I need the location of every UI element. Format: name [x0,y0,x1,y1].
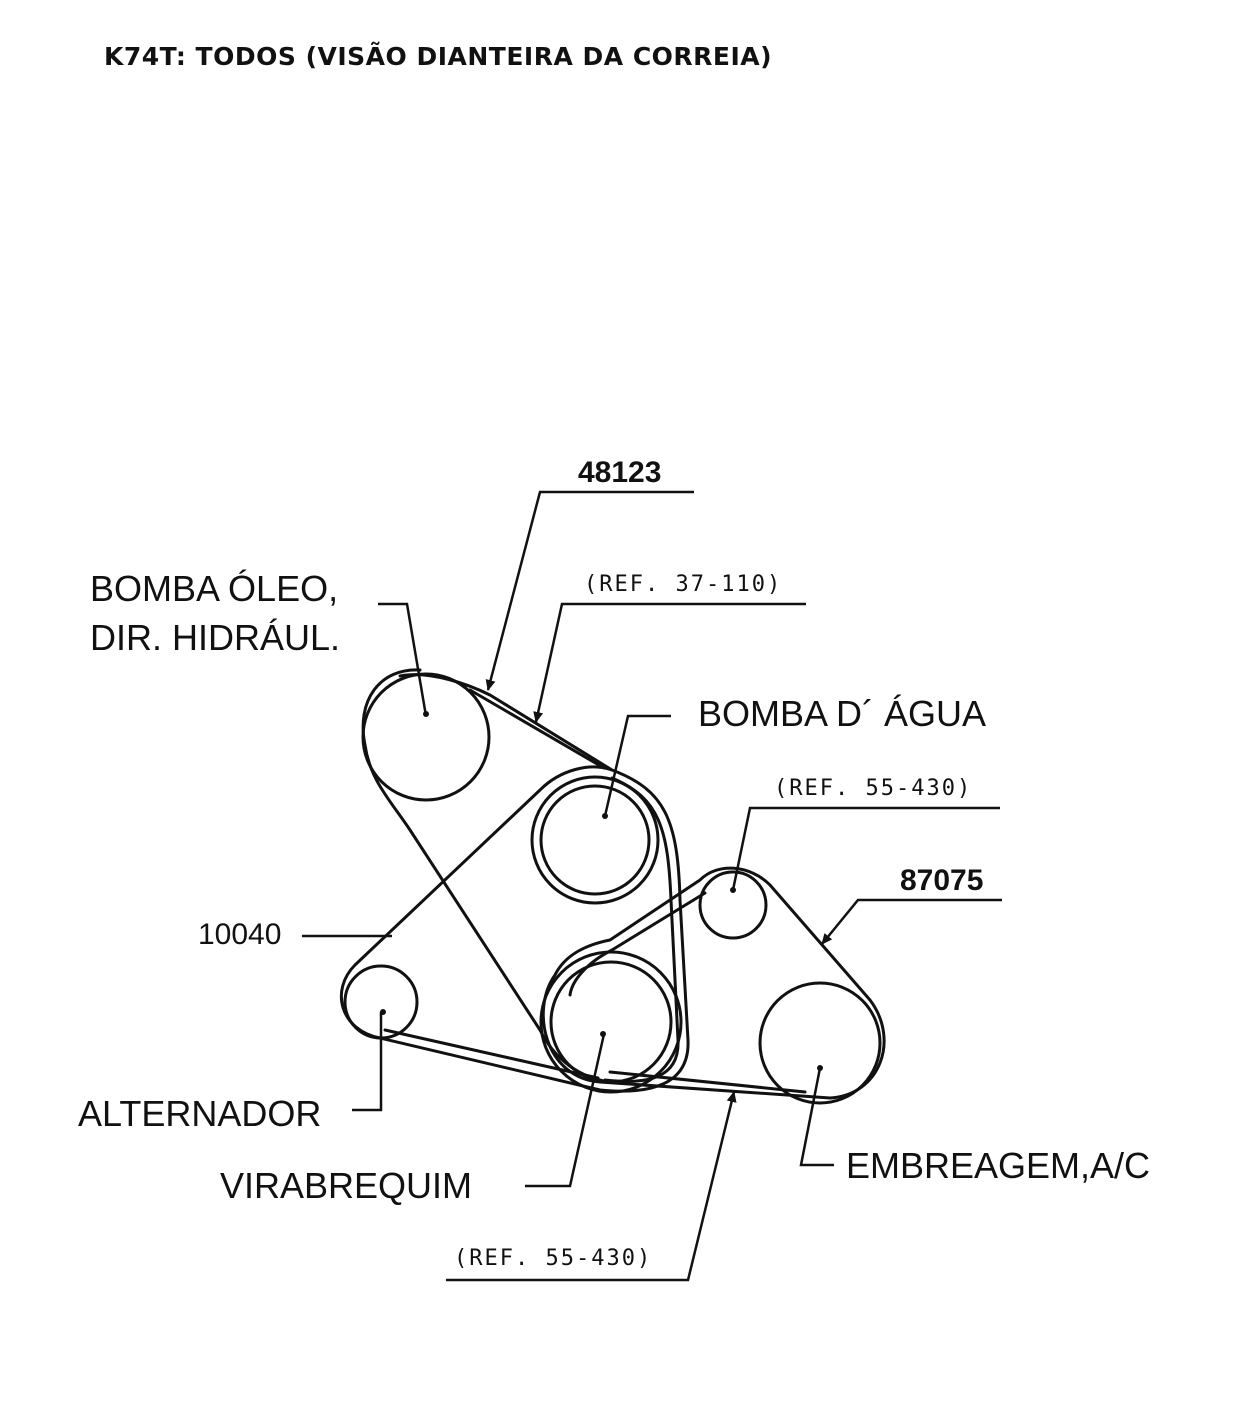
main-belt-inner [361,668,612,1084]
idler-pulley-small [698,870,768,940]
leader-crankshaft [525,1033,606,1188]
power-steering-label-line2: DIR. HIDRÁUL. [90,617,341,658]
ac-clutch-pulley [758,981,882,1105]
leader-48123 [485,490,694,691]
crankshaft-label: VIRABREQUIM [220,1165,473,1206]
steering-belt-right [468,688,606,770]
main-belt-inner-2 [603,776,680,1083]
ac-belt-outer [541,866,886,1100]
leader-power-steering [378,602,428,717]
tensioner-10040-label: 10040 [198,918,282,951]
power-steering-label-line1: BOMBA ÓLEO, [90,568,339,609]
leader-water-pump [603,714,671,817]
power-steering-label: BOMBA ÓLEO, DIR. HIDRÁUL. [90,564,340,662]
ac-belt-lower-edge [608,1070,807,1094]
main-belt-outer [339,673,690,1093]
page-title: K74T: TODOS (VISÃO DIANTEIRA DA CORREIA) [104,42,773,71]
center-dot [730,887,736,893]
belt-87075-label: 87075 [900,864,984,897]
power-steering-pulley [361,672,491,802]
leader-alternator [352,1012,383,1112]
water-pump-label: BOMBA D´ ÁGUA [698,693,987,734]
leader-87075 [821,898,1002,945]
alt-belt-lower [383,1028,600,1080]
center-dot [602,813,608,819]
water-pump-pulley [530,775,660,905]
center-dot [423,711,429,717]
ref-55-430-bottom-label: (REF. 55-430) [454,1246,653,1271]
leader-ref-55-430-bottom [446,1091,737,1282]
alternator-label: ALTERNADOR [78,1093,322,1134]
leader-ref-55-430-right [731,806,1000,891]
ref-55-430-right-label: (REF. 55-430) [774,776,973,801]
belt-48123-label: 48123 [578,456,662,489]
ac-belt-inner [568,891,707,997]
center-dot [817,1065,823,1071]
center-dot [600,1031,606,1037]
ref-37-110-label: (REF. 37-110) [584,572,783,597]
leader-ac-clutch [799,1067,834,1167]
leader-ref-37-110 [533,602,806,723]
center-dot [380,1009,386,1015]
ac-clutch-label: EMBREAGEM,A/C [846,1145,1151,1186]
